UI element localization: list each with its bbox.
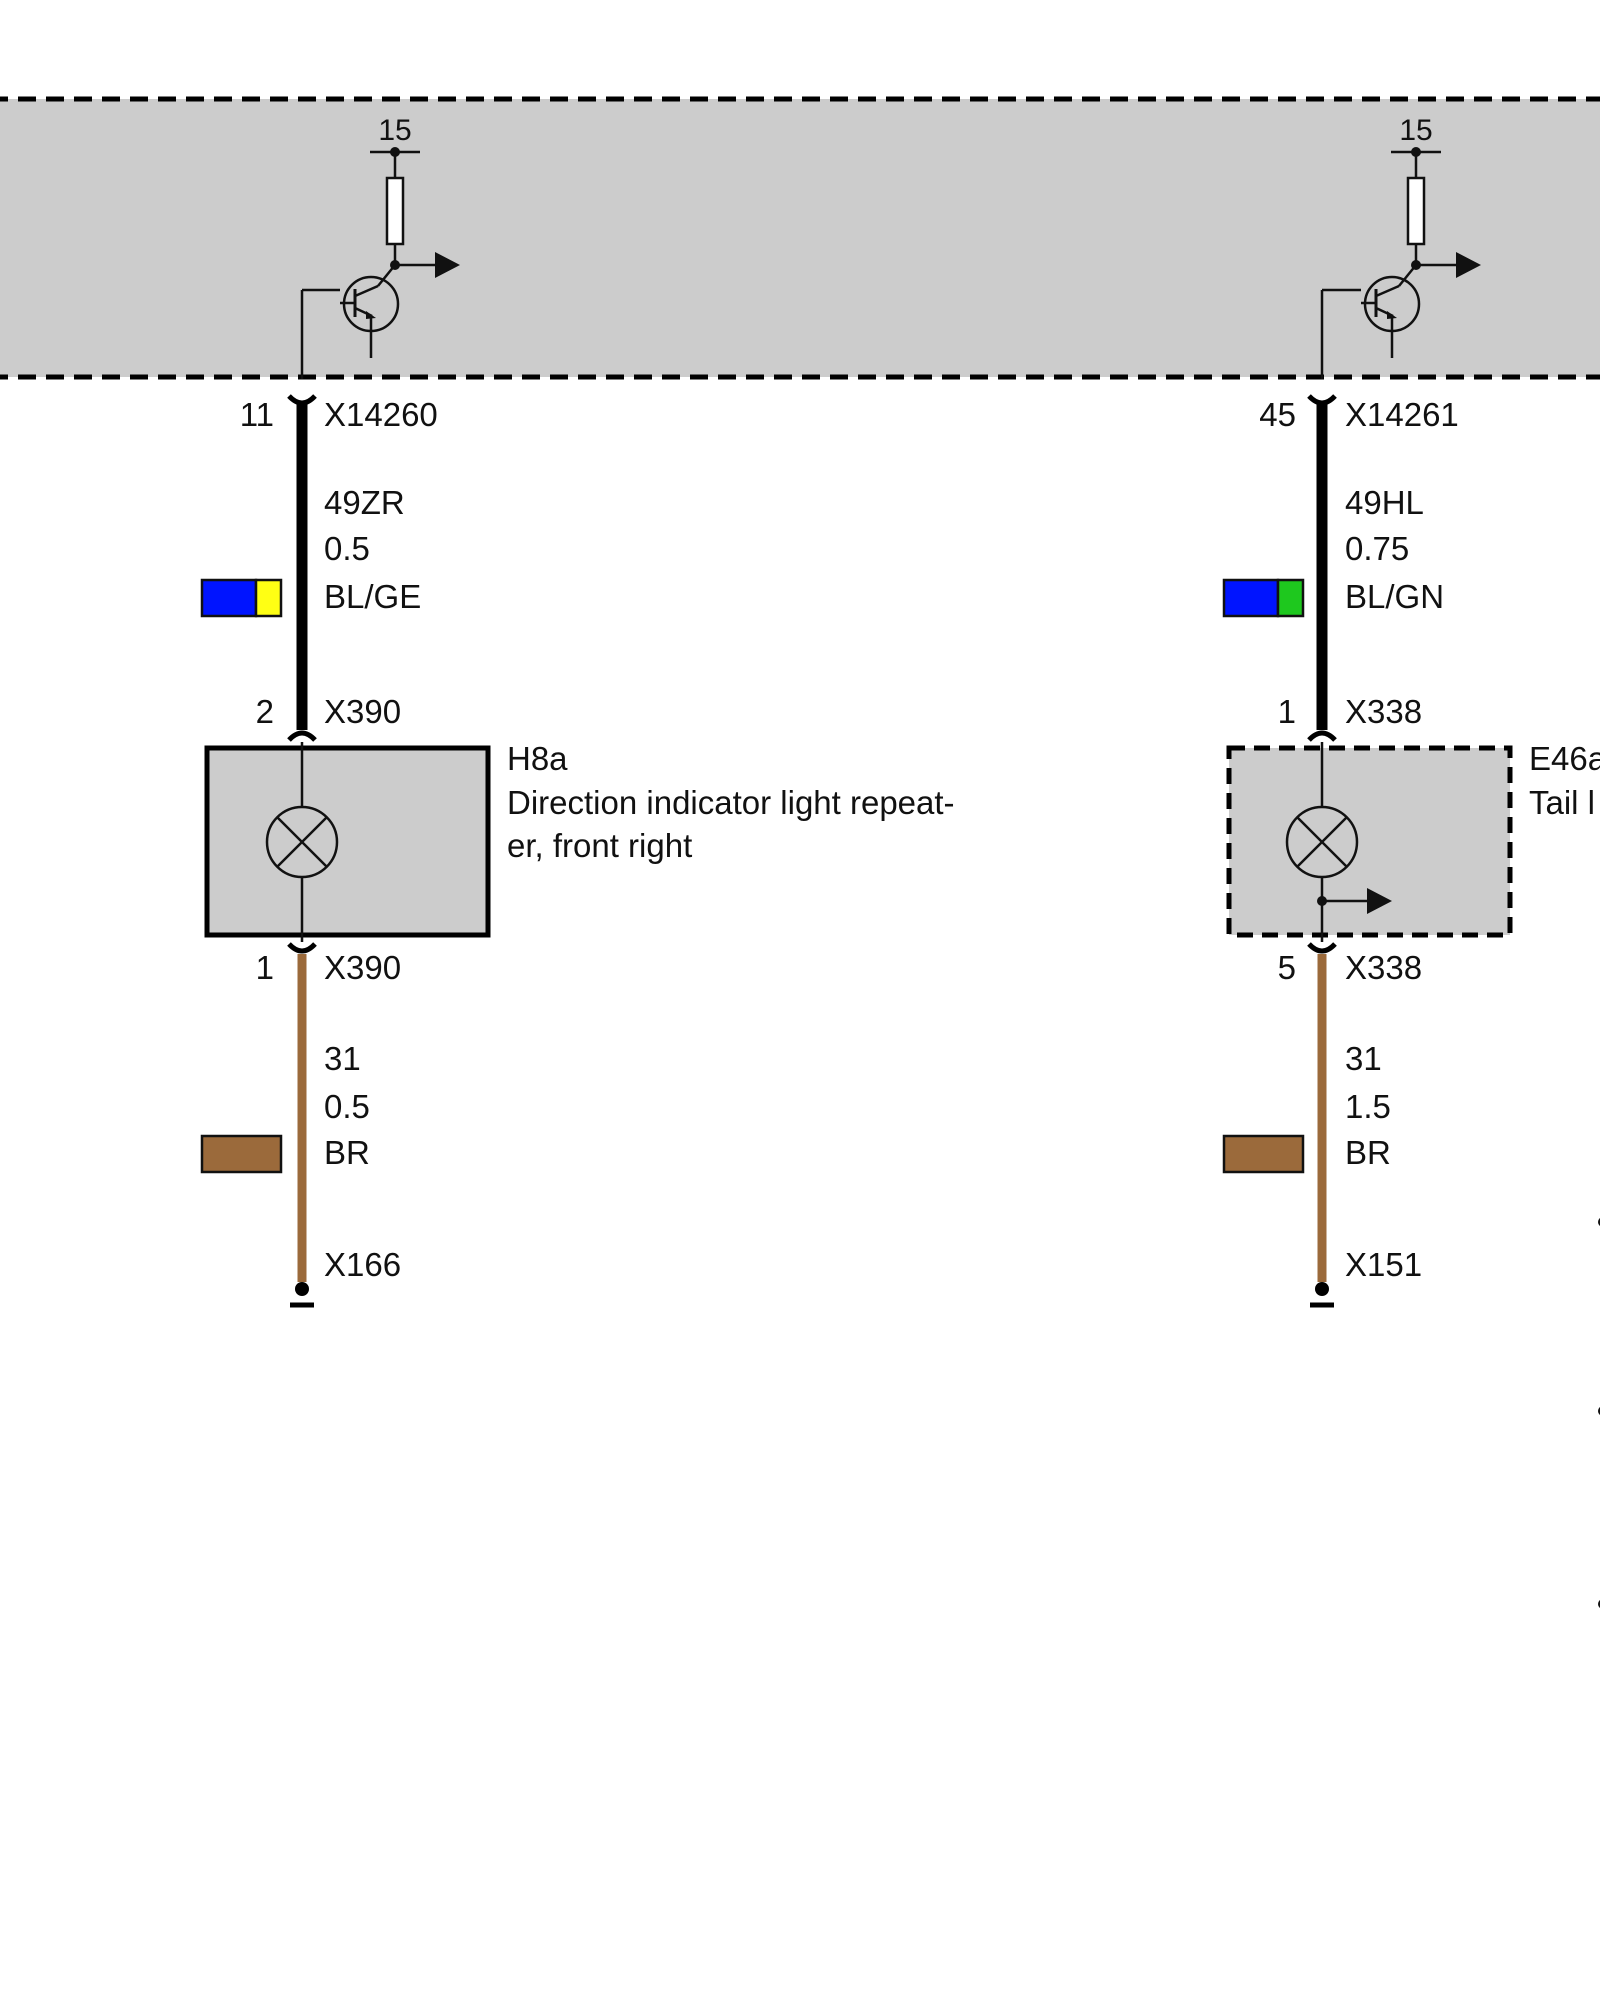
connector-cup-icon [287,394,317,406]
module-connector-pin: 45 [1259,396,1296,433]
ground-wire-color-code: BR [1345,1134,1391,1171]
supply-terminal-label: 15 [378,114,411,147]
connector-cup-icon [287,942,317,954]
component-top-pin: 2 [256,693,274,730]
wire-color-swatch [1222,578,1305,618]
wire-color-code: BL/GN [1345,578,1444,615]
connector-cup-icon [1307,942,1337,954]
connector-cup-icon [1307,394,1337,406]
output-arrow-icon [435,252,460,278]
wire-number: 49HL [1345,484,1424,521]
component-top-connector: X390 [324,693,401,730]
ground-wire-size: 0.5 [324,1088,370,1125]
circuit-1: 15 11 X14260 49ZR 0.5 BL/GE [200,114,955,1308]
wire-size: 0.75 [1345,530,1409,567]
ground-wire-number: 31 [324,1040,361,1077]
component-id: H8a [507,740,568,777]
module-connector-pin: 11 [240,396,274,433]
transistor-icon [300,264,400,379]
component-bottom-connector: X390 [324,949,401,986]
ground-point-icon [1315,1282,1329,1296]
component-description-line1: Tail l [1529,784,1595,821]
ground-wire-color-swatch [200,1134,283,1174]
output-arrow-icon [1456,252,1481,278]
component-top-connector: X338 [1345,693,1422,730]
resistor-icon [385,176,405,246]
ground-wire-color-swatch [1222,1134,1305,1174]
module-connector-name: X14261 [1345,396,1459,433]
component-bottom-pin: 5 [1278,949,1296,986]
component-description-line1: Direction indicator light repeat- [507,784,955,821]
connector-cup-icon [287,730,317,742]
ground-wire-number: 31 [1345,1040,1382,1077]
component-id: E46a [1529,740,1600,777]
wire-number: 49ZR [324,484,405,521]
module-connector-name: X14260 [324,396,438,433]
ground-point-icon [295,1282,309,1296]
circuit-2: 15 45 X14261 49HL 0.75 BL/GN [1222,114,1600,1308]
component-bottom-pin: 1 [256,949,274,986]
component-description-line2: er, front right [507,827,692,864]
component-box [204,745,491,938]
ground-point-label: X166 [324,1246,401,1283]
resistor-icon [1406,176,1426,246]
wire-size: 0.5 [324,530,370,567]
wire-color-code: BL/GE [324,578,421,615]
wire-color-swatch [200,578,283,618]
ground-wire-color-code: BR [324,1134,370,1171]
ground-point-label: X151 [1345,1246,1422,1283]
component-top-pin: 1 [1278,693,1296,730]
ground-wire-size: 1.5 [1345,1088,1391,1125]
transistor-icon [1320,264,1421,379]
sense-arrow-icon [1367,888,1392,914]
component-bottom-connector: X338 [1345,949,1422,986]
supply-terminal-label: 15 [1399,114,1432,147]
connector-cup-icon [1307,730,1337,742]
control-module-box [0,96,1600,380]
